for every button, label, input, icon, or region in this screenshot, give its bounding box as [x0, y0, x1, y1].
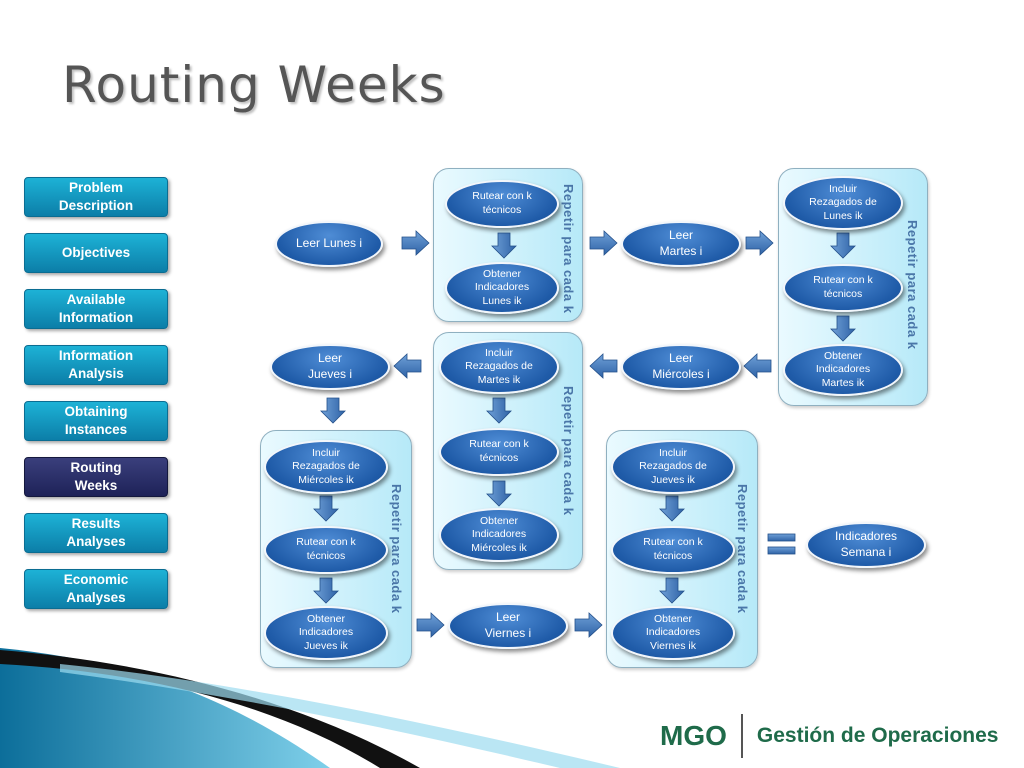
node-obtener-jueves: Obtener Indicadores Jueves ik	[264, 606, 388, 660]
equals-icon	[767, 546, 796, 555]
node-rutear: Rutear con k técnicos	[611, 526, 735, 574]
arrow-left	[589, 353, 618, 379]
repeat-label: Repetir para cada k	[389, 484, 404, 614]
node-leer-lunes: Leer Lunes i	[275, 221, 383, 267]
node-leer-viernes: Leer Viernes i	[448, 603, 568, 649]
nav-economic-analyses[interactable]: Economic Analyses	[24, 569, 168, 609]
equals-icon	[767, 533, 796, 542]
arrow-right	[589, 230, 618, 256]
node-indicadores-semana: Indicadores Semana i	[806, 522, 926, 568]
nav-obtaining-instances[interactable]: Obtaining Instances	[24, 401, 168, 441]
node-obtener-viernes: Obtener Indicadores Viernes ik	[611, 606, 735, 660]
node-leer-martes: Leer Martes i	[621, 221, 741, 267]
brand-name: Gestión de Operaciones	[756, 724, 999, 747]
arrow-right	[745, 230, 774, 256]
arrow-down	[486, 480, 512, 507]
footer-logo: MGO Gestión de Operaciones	[660, 714, 998, 758]
nav-routing-weeks[interactable]: Routing Weeks	[24, 457, 168, 497]
arrow-right	[416, 612, 445, 638]
arrow-down	[313, 495, 339, 522]
repeat-label: Repetir para cada k	[735, 484, 750, 614]
arrow-down	[659, 495, 685, 522]
repeat-label: Repetir para cada k	[561, 386, 576, 516]
arrow-right	[574, 612, 603, 638]
arrow-down	[313, 577, 339, 604]
node-rutear: Rutear con k técnicos	[264, 526, 388, 574]
arrow-left	[393, 353, 422, 379]
arrow-down	[659, 577, 685, 604]
node-incluir-miercoles: Incluir Rezagados de Miércoles ik	[264, 440, 388, 494]
arrow-down	[830, 315, 856, 342]
repeat-label: Repetir para cada k	[905, 220, 920, 350]
node-rutear: Rutear con k técnicos	[439, 428, 559, 476]
node-incluir-lunes: Incluir Rezagados de Lunes ik	[783, 176, 903, 230]
node-obtener-martes: Obtener Indicadores Martes ik	[783, 344, 903, 396]
node-obtener-lunes: Obtener Indicadores Lunes ik	[445, 262, 559, 314]
nav-information-analysis[interactable]: Information Analysis	[24, 345, 168, 385]
node-leer-miercoles: Leer Miércoles i	[621, 344, 741, 390]
node-incluir-martes: Incluir Rezagados de Martes ik	[439, 340, 559, 394]
node-obtener-miercoles: Obtener Indicadores Miércoles ik	[439, 508, 559, 562]
repeat-label: Repetir para cada k	[561, 184, 576, 314]
nav-objectives[interactable]: Objectives	[24, 233, 168, 273]
arrow-down	[491, 232, 517, 259]
arrow-left	[743, 353, 772, 379]
page-title: Routing Weeks	[62, 56, 446, 114]
nav-available-information[interactable]: Available Information	[24, 289, 168, 329]
brand-mgo: MGO	[660, 720, 727, 751]
arrow-down	[830, 232, 856, 259]
logo-divider	[740, 714, 743, 758]
node-rutear: Rutear con k técnicos	[783, 264, 903, 312]
node-incluir-jueves: Incluir Rezagados de Jueves ik	[611, 440, 735, 494]
node-rutear: Rutear con k técnicos	[445, 180, 559, 228]
arrow-down	[486, 397, 512, 424]
node-leer-jueves: Leer Jueves i	[270, 344, 390, 390]
nav-problem-description[interactable]: Problem Description	[24, 177, 168, 217]
arrow-right	[401, 230, 430, 256]
nav-results-analyses[interactable]: Results Analyses	[24, 513, 168, 553]
arrow-down	[320, 397, 346, 424]
